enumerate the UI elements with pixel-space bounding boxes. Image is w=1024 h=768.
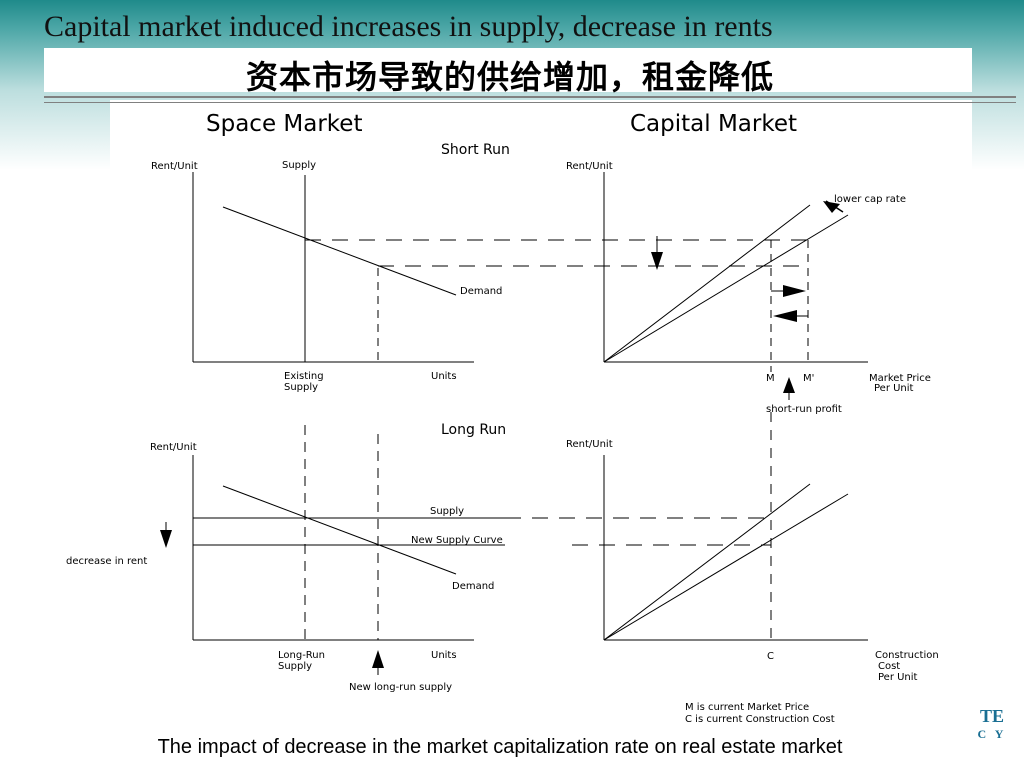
new-supply-curve-label: New Supply Curve [411, 535, 503, 546]
short-run-space-market: Rent/Unit Supply Demand Units Existing S… [151, 160, 502, 393]
market-price-axis-label-1: Market Price [869, 373, 931, 384]
title-band [44, 48, 972, 92]
short-run-capital-market: Rent/Unit lower cap rate Market Price Pe… [566, 161, 931, 415]
supply-label: Supply [282, 160, 316, 171]
construction-cost-label-3: Per Unit [878, 672, 918, 683]
title-rule-bottom [44, 102, 1016, 103]
slide-title-english: Capital market induced increases in supp… [44, 10, 773, 43]
lower-cap-rate-line [603, 493, 849, 641]
logo-line-1: TE [979, 706, 1004, 726]
rent-decrease-arrow-head [160, 530, 172, 548]
corner-logo: TE C Y [972, 706, 1012, 742]
construction-cost-label-2: Cost [878, 661, 900, 672]
slide-caption: The impact of decrease in the market cap… [157, 736, 843, 758]
capital-market-title: Capital Market [630, 111, 797, 137]
existing-supply-label-2: Supply [284, 382, 318, 393]
rent-axis-label: Rent/Unit [566, 439, 613, 450]
price-return-arrow-head [773, 310, 797, 322]
rent-axis-label: Rent/Unit [151, 161, 198, 172]
c-label: C [767, 651, 774, 662]
legend-c-note: C is current Construction Cost [685, 714, 835, 725]
price-increase-arrow-head [783, 285, 806, 297]
lower-cap-rate-line [603, 214, 849, 363]
legend-m-note: M is current Market Price [685, 702, 809, 713]
new-long-run-supply-label: New long-run supply [349, 682, 452, 693]
logo-line-2: C Y [977, 727, 1007, 741]
short-run-label: Short Run [441, 142, 510, 158]
profit-arrow-head [783, 377, 795, 393]
slide-title-chinese: 资本市场导致的供给增加，租金降低 [245, 58, 774, 96]
original-cap-rate-line [603, 483, 811, 641]
existing-supply-label-1: Existing [284, 371, 324, 382]
m-prime-label: M' [803, 373, 814, 384]
demand-label: Demand [460, 286, 502, 297]
short-run-profit-label: short-run profit [766, 404, 842, 415]
long-run-space-market: Rent/Unit Supply New Supply Curve Demand… [66, 425, 505, 693]
market-price-axis-label-2: Per Unit [874, 383, 914, 394]
long-run-capital-market: Rent/Unit C Construction Cost Per Unit [566, 412, 939, 683]
rent-drop-arrow-head [651, 252, 663, 270]
units-axis-label: Units [431, 371, 457, 382]
original-cap-rate-line [603, 204, 811, 363]
space-market-title: Space Market [206, 111, 362, 137]
long-run-label: Long Run [441, 422, 506, 438]
decrease-in-rent-label: decrease in rent [66, 556, 147, 567]
demand-line [222, 206, 457, 296]
demand-label: Demand [452, 581, 494, 592]
lower-cap-rate-pointer-head [823, 201, 840, 213]
construction-cost-label-1: Construction [875, 650, 939, 661]
units-axis-label: Units [431, 650, 457, 661]
rent-axis-label: Rent/Unit [566, 161, 613, 172]
lower-cap-rate-label: lower cap rate [834, 194, 906, 205]
supply-label: Supply [430, 506, 464, 517]
title-rule-top [44, 96, 1016, 98]
long-run-supply-label-2: Supply [278, 661, 312, 672]
new-supply-arrow-head [372, 650, 384, 668]
demand-line [222, 485, 457, 575]
long-run-supply-label-1: Long-Run [278, 650, 325, 661]
rent-axis-label: Rent/Unit [150, 442, 197, 453]
m-label: M [766, 373, 775, 384]
